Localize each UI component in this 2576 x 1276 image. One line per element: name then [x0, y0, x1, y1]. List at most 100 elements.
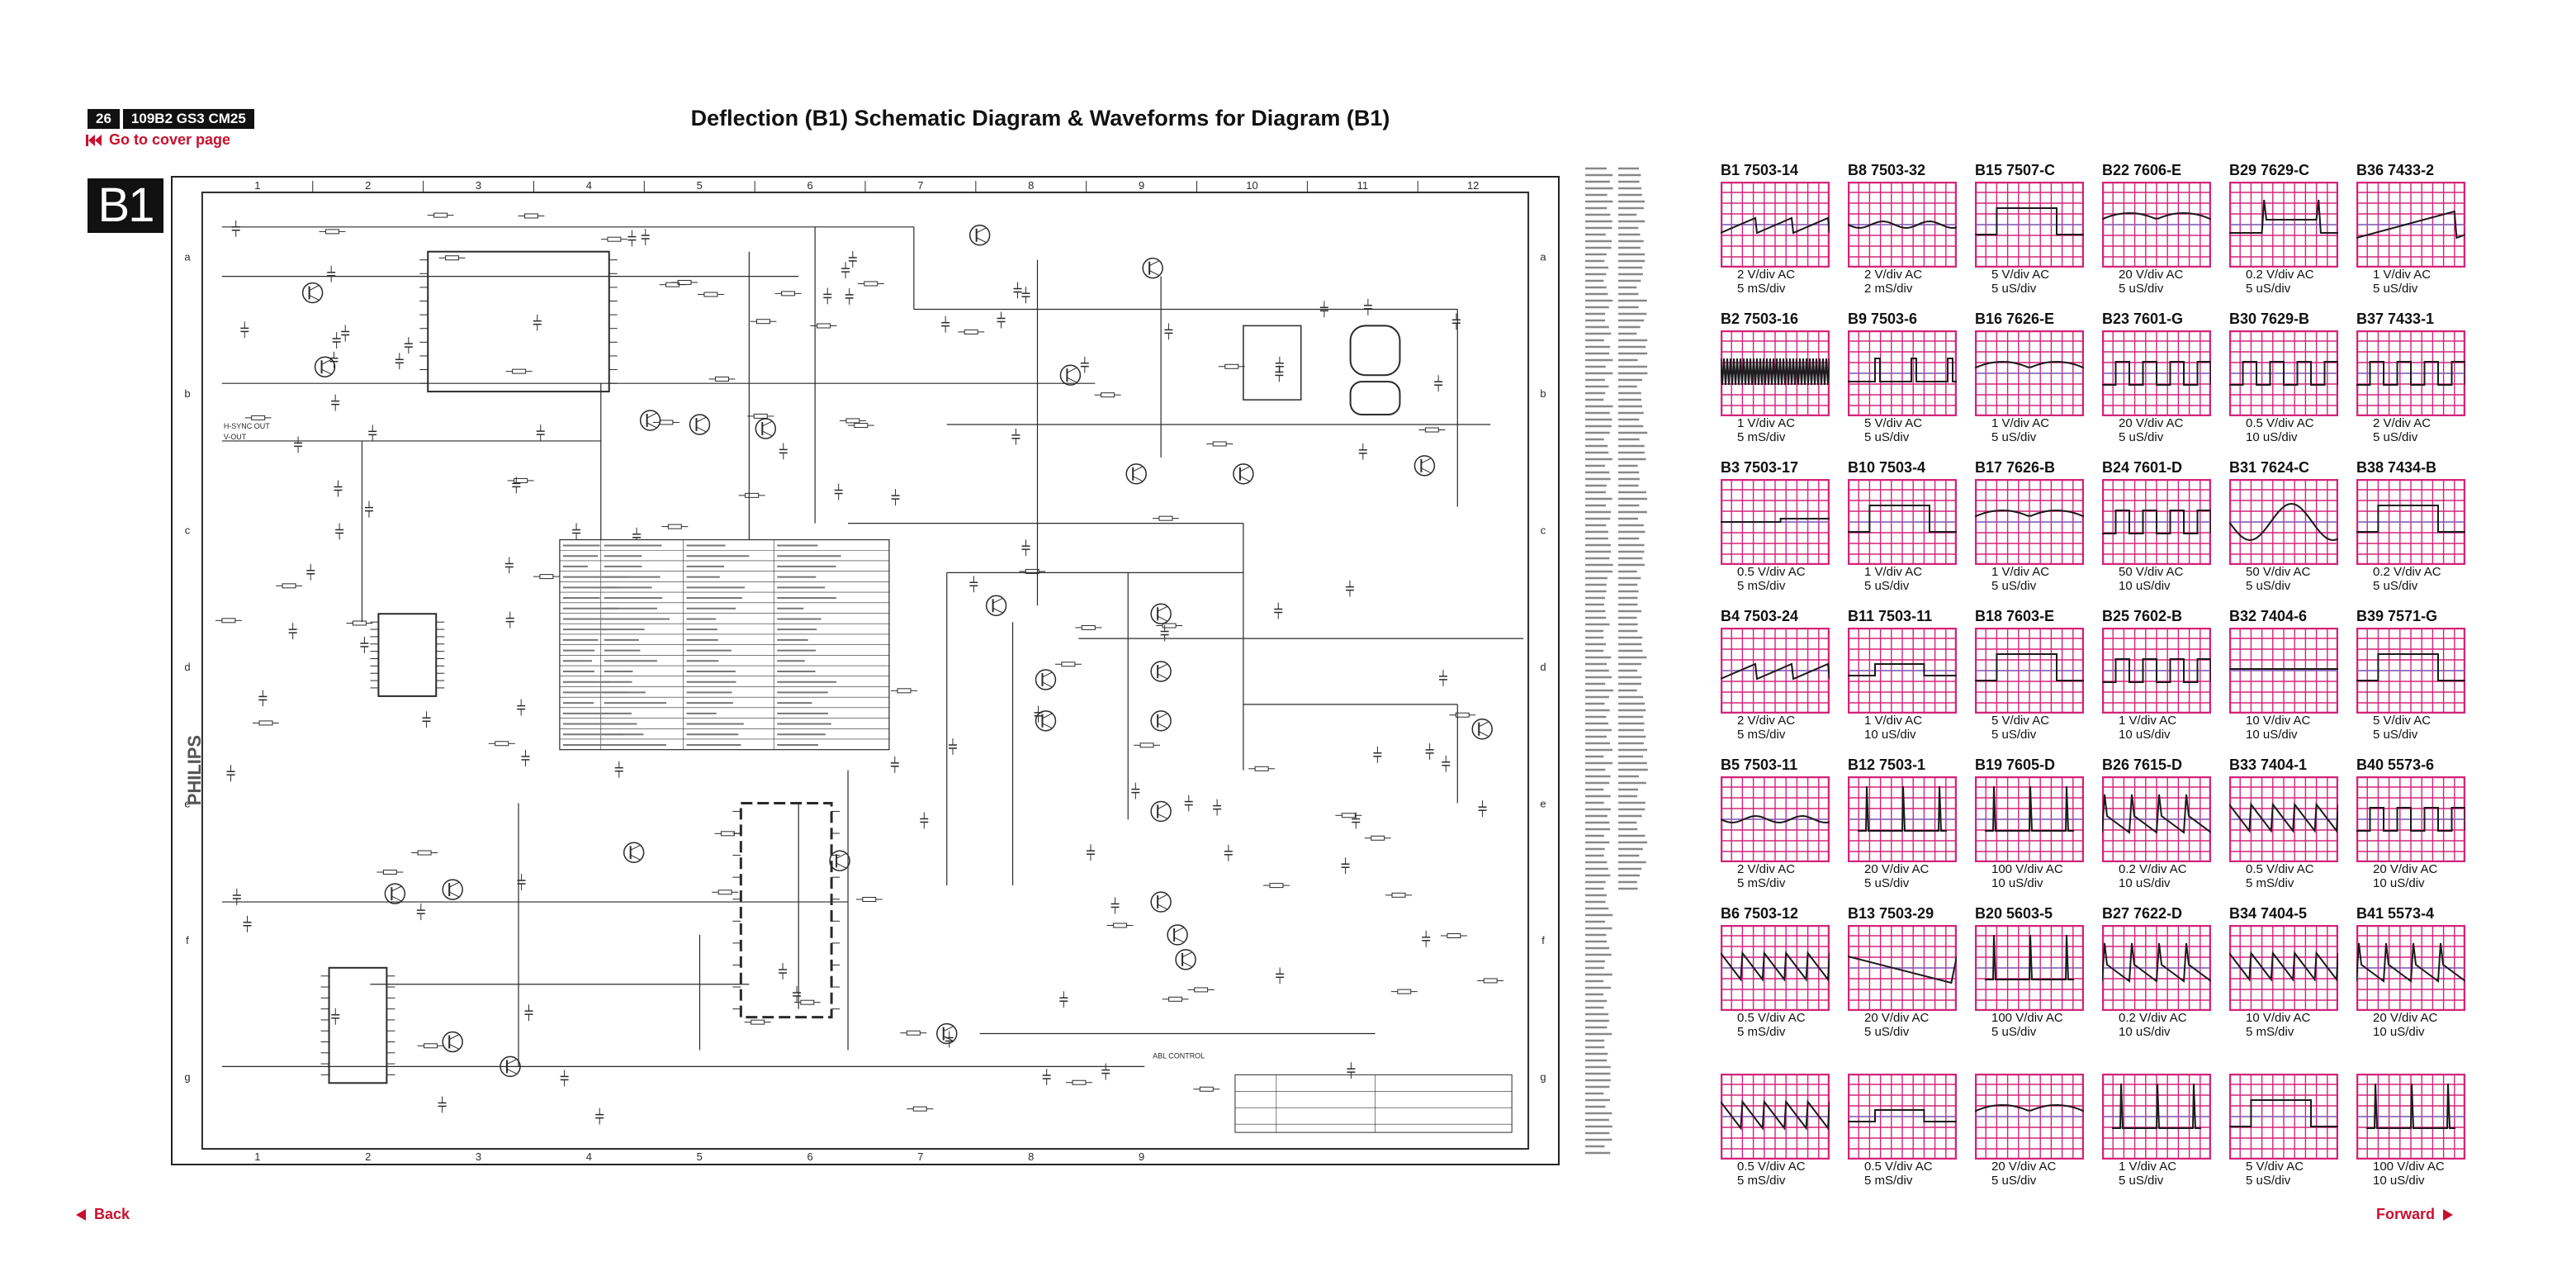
- waveform-title: B26 7615-D: [2102, 757, 2183, 773]
- waveform-trace: [1858, 785, 1947, 832]
- oscilloscope-screen: [1721, 479, 1830, 565]
- time-per-div: 5 uS/div: [2119, 282, 2164, 296]
- column-label: 3: [476, 179, 481, 192]
- row-label: b: [184, 387, 190, 400]
- volts-per-div: 1 V/div AC: [1991, 416, 2050, 430]
- waveform-trace: [2102, 942, 2211, 983]
- volts-per-div: 5 V/div AC: [2373, 714, 2432, 728]
- signal-label: V-OUT: [224, 433, 247, 441]
- column-label: 2: [365, 179, 371, 192]
- waveform-title: B12 7503-1: [1848, 757, 1926, 773]
- bottom-column-label: 2: [365, 1150, 371, 1163]
- row-label: d: [184, 661, 190, 673]
- waveform-title: B36 7433-2: [2356, 162, 2435, 178]
- go-to-cover-link[interactable]: Go to cover page: [86, 131, 230, 149]
- waveform-trace: [2229, 199, 2338, 234]
- volts-per-div: 2 V/div AC: [1737, 714, 1796, 728]
- time-per-div: 5 uS/div: [2246, 1174, 2291, 1188]
- row-label: a: [1540, 251, 1546, 263]
- volts-per-div: 20 V/div AC: [2373, 1011, 2438, 1025]
- volts-per-div: 2 V/div AC: [1737, 862, 1796, 876]
- bottom-column-label: 5: [697, 1150, 703, 1163]
- waveform-trace: [2102, 361, 2211, 386]
- waveform-title: B16 7626-E: [1975, 311, 2055, 327]
- time-per-div: 5 uS/div: [1864, 579, 1910, 593]
- time-per-div: 5 mS/div: [1737, 1174, 1786, 1188]
- waveform-title: B18 7603-E: [1975, 608, 2055, 624]
- time-per-div: 10 uS/div: [1991, 876, 2043, 890]
- waveform-title: B8 7503-32: [1848, 162, 1926, 178]
- volts-per-div: 20 V/div AC: [2119, 268, 2184, 282]
- waveform-trace: [2356, 361, 2465, 386]
- oscilloscope-screen: [2356, 925, 2465, 1011]
- waveform-trace: [1721, 662, 1830, 681]
- time-per-div: 10 uS/div: [2246, 430, 2298, 444]
- oscilloscope-screen: [2356, 628, 2465, 714]
- oscilloscope-screen: [1848, 776, 1957, 862]
- waveform-trace: [2102, 794, 2211, 834]
- forward-link[interactable]: Forward: [2376, 1206, 2454, 1223]
- column-label: 9: [1139, 179, 1144, 192]
- volts-per-div: 100 V/div AC: [1991, 862, 2063, 876]
- volts-per-div: 2 V/div AC: [2373, 416, 2432, 430]
- time-per-div: 5 mS/div: [2246, 1025, 2294, 1039]
- time-per-div: 5 uS/div: [1864, 876, 1910, 890]
- volts-per-div: 1 V/div AC: [1737, 416, 1796, 430]
- time-per-div: 10 uS/div: [2246, 728, 2298, 742]
- oscilloscope-screen: [2356, 1074, 2465, 1160]
- page-number: 26: [88, 109, 120, 129]
- parts-list-column: [1585, 167, 1648, 1155]
- waveform-title: B40 5573-6: [2356, 757, 2435, 773]
- volts-per-div: 5 V/div AC: [1991, 714, 2050, 728]
- time-per-div: 5 uS/div: [1991, 1174, 2037, 1188]
- time-per-div: 5 uS/div: [2373, 728, 2418, 742]
- oscilloscope-screen: [2356, 479, 2465, 565]
- oscilloscope-screen: [1721, 925, 1830, 1011]
- waveform-trace: [1975, 1103, 2084, 1112]
- bottom-column-label: 6: [807, 1150, 812, 1163]
- waveform-title: B34 7404-5: [2229, 905, 2308, 922]
- row-label: g: [1540, 1070, 1546, 1083]
- oscilloscope-screen: [1848, 1074, 1957, 1160]
- oscilloscope-screen: [2356, 182, 2465, 268]
- waveform-title: B11 7503-11: [1848, 608, 1933, 624]
- oscilloscope-screen: [1721, 330, 1830, 416]
- bottom-column-label: 3: [476, 1150, 481, 1163]
- volts-per-div: 0.5 V/div AC: [2246, 416, 2314, 430]
- waveform-trace: [2102, 211, 2211, 221]
- oscilloscope-screen: [1848, 628, 1957, 714]
- back-link[interactable]: Back: [76, 1206, 130, 1223]
- time-per-div: 5 uS/div: [2373, 579, 2418, 593]
- waveform-title: B10 7503-4: [1848, 459, 1926, 476]
- column-label: 12: [1467, 179, 1479, 192]
- waveform-title: B4 7503-24: [1721, 608, 1799, 624]
- time-per-div: 5 mS/div: [1737, 876, 1786, 890]
- time-per-div: 5 mS/div: [1864, 1174, 1913, 1188]
- volts-per-div: 1 V/div AC: [1864, 565, 1923, 579]
- volts-per-div: 20 V/div AC: [2373, 862, 2438, 876]
- volts-per-div: 100 V/div AC: [1991, 1011, 2063, 1025]
- column-label: 11: [1357, 179, 1368, 192]
- waveform-trace: [1721, 518, 1830, 523]
- cover-link-label: Go to cover page: [109, 131, 231, 148]
- volts-per-div: 100 V/div AC: [2373, 1160, 2445, 1174]
- time-per-div: 10 uS/div: [1864, 728, 1916, 742]
- volts-per-div: 0.5 V/div AC: [1864, 1160, 1933, 1174]
- volts-per-div: 5 V/div AC: [2246, 1160, 2304, 1174]
- oscilloscope-screen: [2102, 330, 2211, 416]
- waveform-title: B13 7503-29: [1848, 905, 1934, 922]
- waveform-title: B17 7626-B: [1975, 459, 2056, 476]
- bottom-column-label: 7: [917, 1150, 923, 1163]
- volts-per-div: 0.5 V/div AC: [2246, 862, 2314, 876]
- page-title: Deflection (B1) Schematic Diagram & Wave…: [690, 106, 1390, 130]
